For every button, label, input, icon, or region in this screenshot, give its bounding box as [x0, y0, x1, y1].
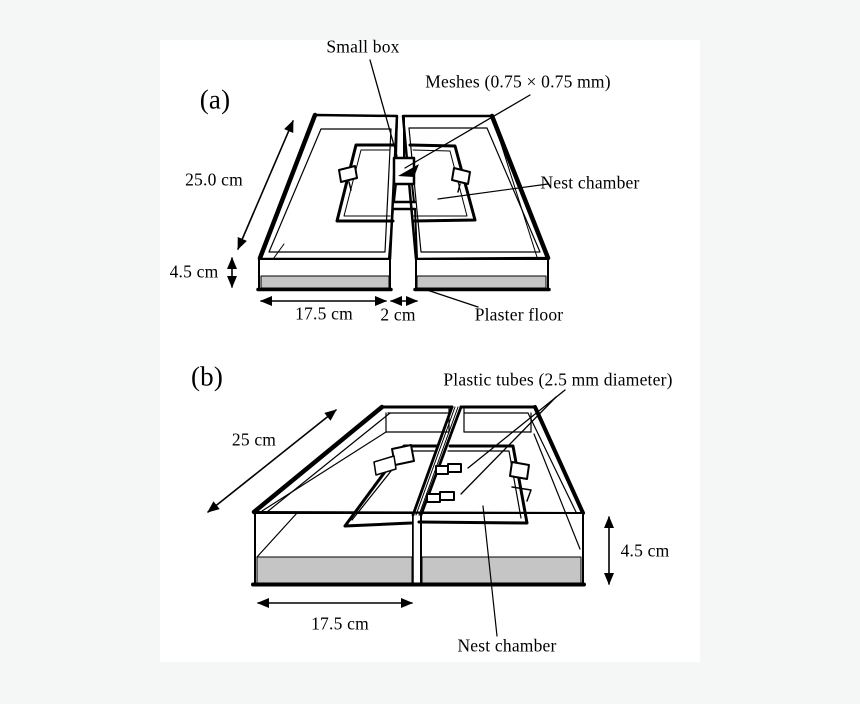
nest-chamber-b-left-outline: [343, 444, 439, 528]
nest-chamber-b-right-outline: [417, 444, 529, 525]
label-small-box: Small box: [326, 36, 400, 57]
mesh-arrowhead: [398, 164, 419, 177]
dim-gap-a: 2 cm: [380, 304, 416, 325]
plaster-floor-b-left: [256, 556, 413, 584]
plaster-floor-b-right: [421, 556, 582, 584]
dim-depth-b: 25 cm: [231, 429, 277, 450]
label-nest-chamber-b: Nest chamber: [457, 635, 557, 656]
label-nest-chamber-a: Nest chamber: [540, 172, 640, 193]
panel-b-tag: (b): [190, 361, 224, 392]
leader-plastic-tube-2: [460, 396, 557, 495]
plastic-tube-1: [435, 465, 449, 475]
nest-chamber-a-left-outline: [335, 143, 396, 223]
entrance-flap-a-right: [451, 167, 471, 185]
tray-a-left: [257, 113, 399, 261]
dim-height-a: 4.5 cm: [169, 261, 219, 282]
panel-a-tag: (a): [199, 84, 231, 115]
dim-width-a: 17.5 cm: [295, 303, 353, 324]
plastic-tube-2: [426, 493, 441, 503]
entrance-flap-a-left: [338, 165, 358, 183]
panel-a-drawing: [227, 59, 551, 308]
plaster-floor-a-left: [260, 275, 390, 289]
dim-arrow-depth-a: [237, 120, 294, 250]
label-plastic-tubes: Plastic tubes (2.5 mm diameter): [443, 369, 673, 390]
label-plaster-floor: Plaster floor: [474, 304, 564, 325]
dim-depth-a: 25.0 cm: [185, 169, 243, 190]
panel-b-drawing: [207, 389, 614, 637]
leader-plaster-floor: [423, 288, 479, 308]
divider-front-face: [412, 512, 422, 585]
leader-nest-chamber-a: [437, 183, 549, 200]
leader-plastic-tube-1: [467, 389, 566, 469]
leader-small-box: [369, 59, 398, 157]
dim-height-b: 4.5 cm: [620, 540, 670, 561]
dim-width-b: 17.5 cm: [311, 613, 369, 634]
leader-nest-chamber-b: [482, 505, 498, 637]
entrance-notch-b-right: [509, 461, 530, 480]
leader-meshes: [404, 94, 531, 169]
dim-arrow-depth-b: [207, 409, 337, 513]
plaster-floor-a-right: [416, 275, 547, 289]
label-meshes: Meshes (0.75 × 0.75 mm): [425, 71, 611, 92]
